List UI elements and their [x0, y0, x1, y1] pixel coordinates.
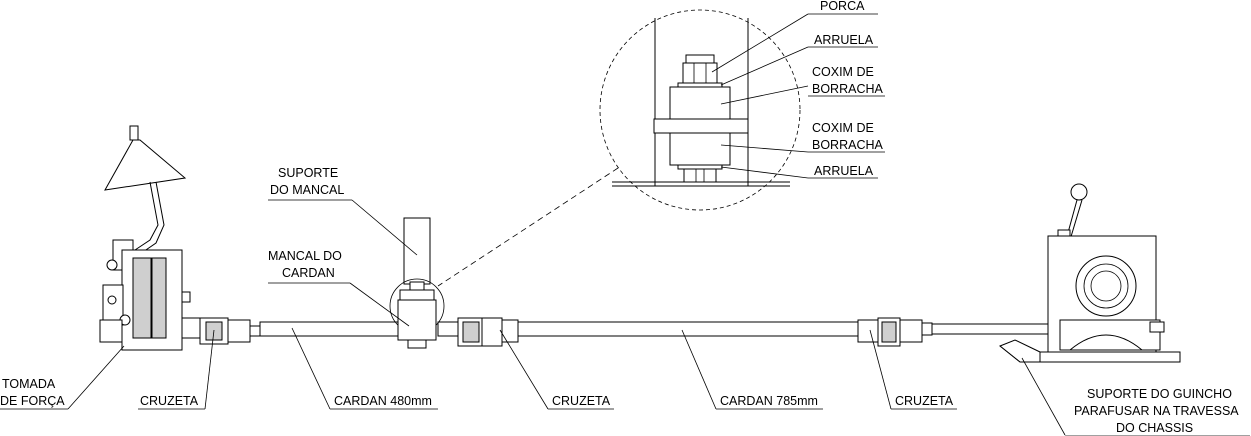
label-cardan-480: CARDAN 480mm — [334, 394, 432, 408]
label-tomada-line2: DE FORÇA — [0, 394, 65, 408]
label-cruzeta-3: CRUZETA — [895, 394, 954, 408]
label-suporte-mancal-line1: SUPORTE — [278, 166, 338, 180]
label-mancal-cardan-line1: MANCAL DO — [268, 249, 342, 263]
universal-joint-2 — [457, 317, 519, 347]
label-arruela-top: ARRUELA — [814, 33, 874, 47]
detail-leaders — [711, 13, 885, 179]
label-cardan-785: CARDAN 785mm — [720, 394, 818, 408]
label-suporte-guincho-line2: PARAFUSAR NA TRAVESSA — [1074, 404, 1239, 418]
label-suporte-guincho-line1: SUPORTE DO GUINCHO — [1087, 387, 1232, 401]
label-cruzeta-2: CRUZETA — [552, 394, 611, 408]
winch-input-shaft — [931, 323, 1051, 335]
label-arruela-bottom: ARRUELA — [814, 164, 874, 178]
leader-lines — [0, 199, 1250, 436]
label-mancal-cardan-line2: CARDAN — [282, 266, 335, 280]
universal-joint-1 — [199, 317, 260, 345]
universal-joint-3 — [857, 317, 933, 347]
winch — [999, 183, 1181, 363]
label-porca: PORCA — [820, 0, 865, 13]
detail-view — [437, 9, 801, 287]
label-cruzeta-1: CRUZETA — [140, 394, 199, 408]
label-coxim1-line1: COXIM DE — [812, 65, 874, 79]
pto-unit — [99, 125, 203, 351]
label-coxim2-line2: BORRACHA — [812, 138, 884, 152]
label-suporte-mancal-line2: DO MANCAL — [270, 183, 344, 197]
bearing-support — [389, 217, 445, 349]
label-coxim2-line1: COXIM DE — [812, 121, 874, 135]
cardan-shaft-785 — [517, 321, 859, 337]
label-tomada-line1: TOMADA — [2, 377, 56, 391]
label-suporte-guincho-line3: DO CHASSIS — [1116, 421, 1193, 435]
label-coxim1-line2: BORRACHA — [812, 82, 884, 96]
